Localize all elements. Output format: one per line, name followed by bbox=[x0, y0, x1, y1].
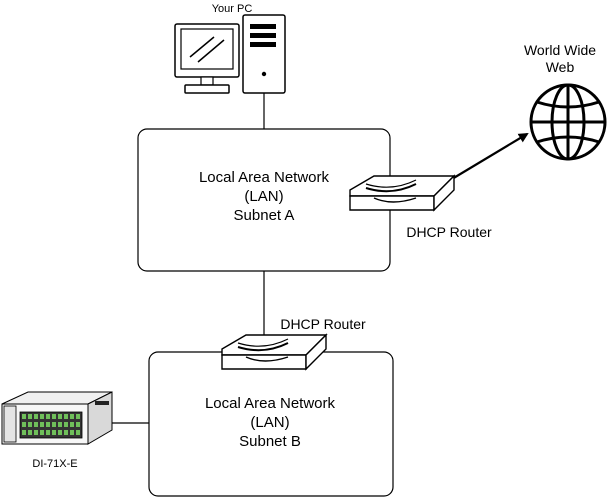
device-label: DI-71X-E bbox=[32, 458, 77, 470]
pc-label: Your PC bbox=[212, 3, 253, 15]
lan-b-title: Local Area Network bbox=[205, 395, 336, 412]
router-b-label: DHCP Router bbox=[280, 316, 366, 332]
internet-label-line2: Web bbox=[546, 59, 575, 75]
pc-icon bbox=[174, 14, 286, 94]
globe-icon bbox=[529, 83, 607, 161]
lan-subnet-b: Local Area Network (LAN) Subnet B bbox=[148, 351, 394, 497]
lan-b-subnet: Subnet B bbox=[239, 433, 301, 450]
lan-a-title: Local Area Network bbox=[199, 169, 330, 186]
lan-a-type: (LAN) bbox=[244, 188, 283, 205]
router-icon bbox=[221, 333, 328, 371]
router-a-label: DHCP Router bbox=[406, 224, 492, 240]
lan-b-type: (LAN) bbox=[250, 414, 289, 431]
data-acquisition-device-icon bbox=[1, 391, 113, 445]
router-icon bbox=[349, 174, 456, 212]
lan-subnet-a: Local Area Network (LAN) Subnet A bbox=[137, 128, 391, 272]
lan-a-subnet: Subnet A bbox=[234, 207, 295, 224]
internet-label-line1: World Wide bbox=[524, 42, 596, 58]
